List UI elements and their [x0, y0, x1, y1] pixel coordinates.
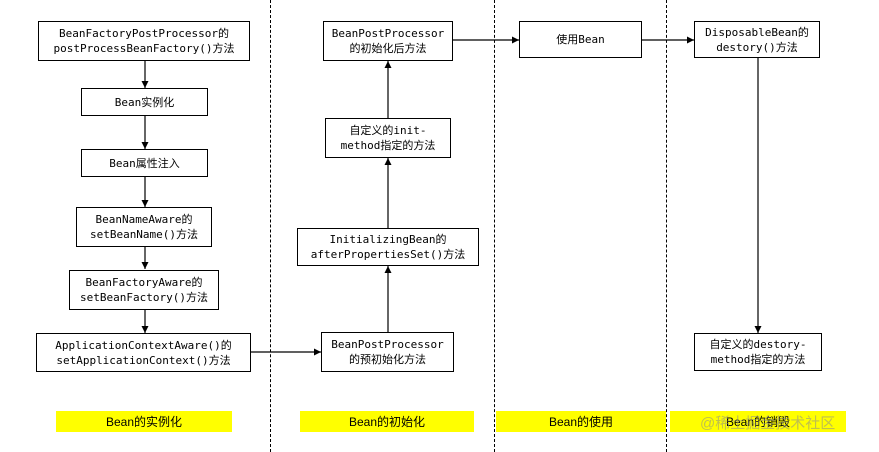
node-line: BeanNameAware的	[95, 213, 193, 226]
node-line: BeanFactoryAware的	[85, 276, 203, 289]
column-separator-3	[666, 0, 667, 452]
node-line: ApplicationContextAware()的	[55, 338, 232, 352]
node-line: Bean属性注入	[109, 156, 180, 170]
phase-label-initialization: Bean的初始化	[300, 411, 474, 432]
column-separator-1	[270, 0, 271, 452]
node-line: setBeanName()方法	[89, 228, 199, 241]
phase-label-instantiation: Bean的实例化	[56, 411, 232, 432]
node-line: method指定的方法	[710, 353, 806, 366]
node-line: BeanFactoryPostProcessor的	[59, 27, 229, 40]
node-line: setBeanFactory()方法	[80, 291, 208, 304]
node-line: InitializingBean的	[329, 233, 447, 246]
node-bean-instantiate: Bean实例化	[81, 88, 208, 116]
node-bean-factory-aware: BeanFactoryAware的 setBeanFactory()方法	[69, 270, 219, 310]
node-line: BeanPostProcessor	[331, 27, 445, 40]
node-post-processor-before: BeanPostProcessor 的预初始化方法	[321, 332, 454, 372]
node-app-context-aware: ApplicationContextAware()的 setApplicatio…	[36, 333, 251, 372]
node-disposable-bean: DisposableBean的 destory()方法	[694, 21, 820, 58]
node-use-bean: 使用Bean	[519, 21, 642, 58]
phase-label-destruction: Bean的销毁	[670, 411, 846, 432]
phase-label-usage: Bean的使用	[496, 411, 666, 432]
node-line: postProcessBeanFactory()方法	[53, 42, 235, 55]
node-line: BeanPostProcessor	[331, 338, 444, 351]
node-destroy-method: 自定义的destory- method指定的方法	[694, 333, 822, 371]
node-property-inject: Bean属性注入	[81, 149, 208, 177]
node-line: destory()方法	[716, 40, 798, 54]
watermark-text: @稀土掘金技术社区	[700, 415, 836, 432]
node-init-method: 自定义的init- method指定的方法	[325, 118, 451, 158]
node-line: 使用Bean	[556, 33, 605, 46]
node-line: DisposableBean的	[705, 25, 809, 39]
node-line: method指定的方法	[340, 139, 436, 152]
node-factory-post-processor: BeanFactoryPostProcessor的 postProcessBea…	[38, 21, 250, 61]
node-line: 的预初始化方法	[349, 353, 426, 366]
node-line: setApplicationContext()方法	[56, 353, 231, 367]
node-line: Bean实例化	[114, 95, 175, 109]
node-line: 的初始化后方法	[349, 42, 427, 55]
node-line: 自定义的init-	[349, 124, 427, 137]
column-separator-2	[494, 0, 495, 452]
node-line: afterPropertiesSet()方法	[310, 248, 466, 261]
node-bean-name-aware: BeanNameAware的 setBeanName()方法	[76, 207, 212, 247]
node-line: 自定义的destory-	[709, 338, 807, 351]
node-initializing-bean: InitializingBean的 afterPropertiesSet()方法	[297, 228, 479, 266]
node-post-processor-after: BeanPostProcessor 的初始化后方法	[323, 21, 453, 61]
